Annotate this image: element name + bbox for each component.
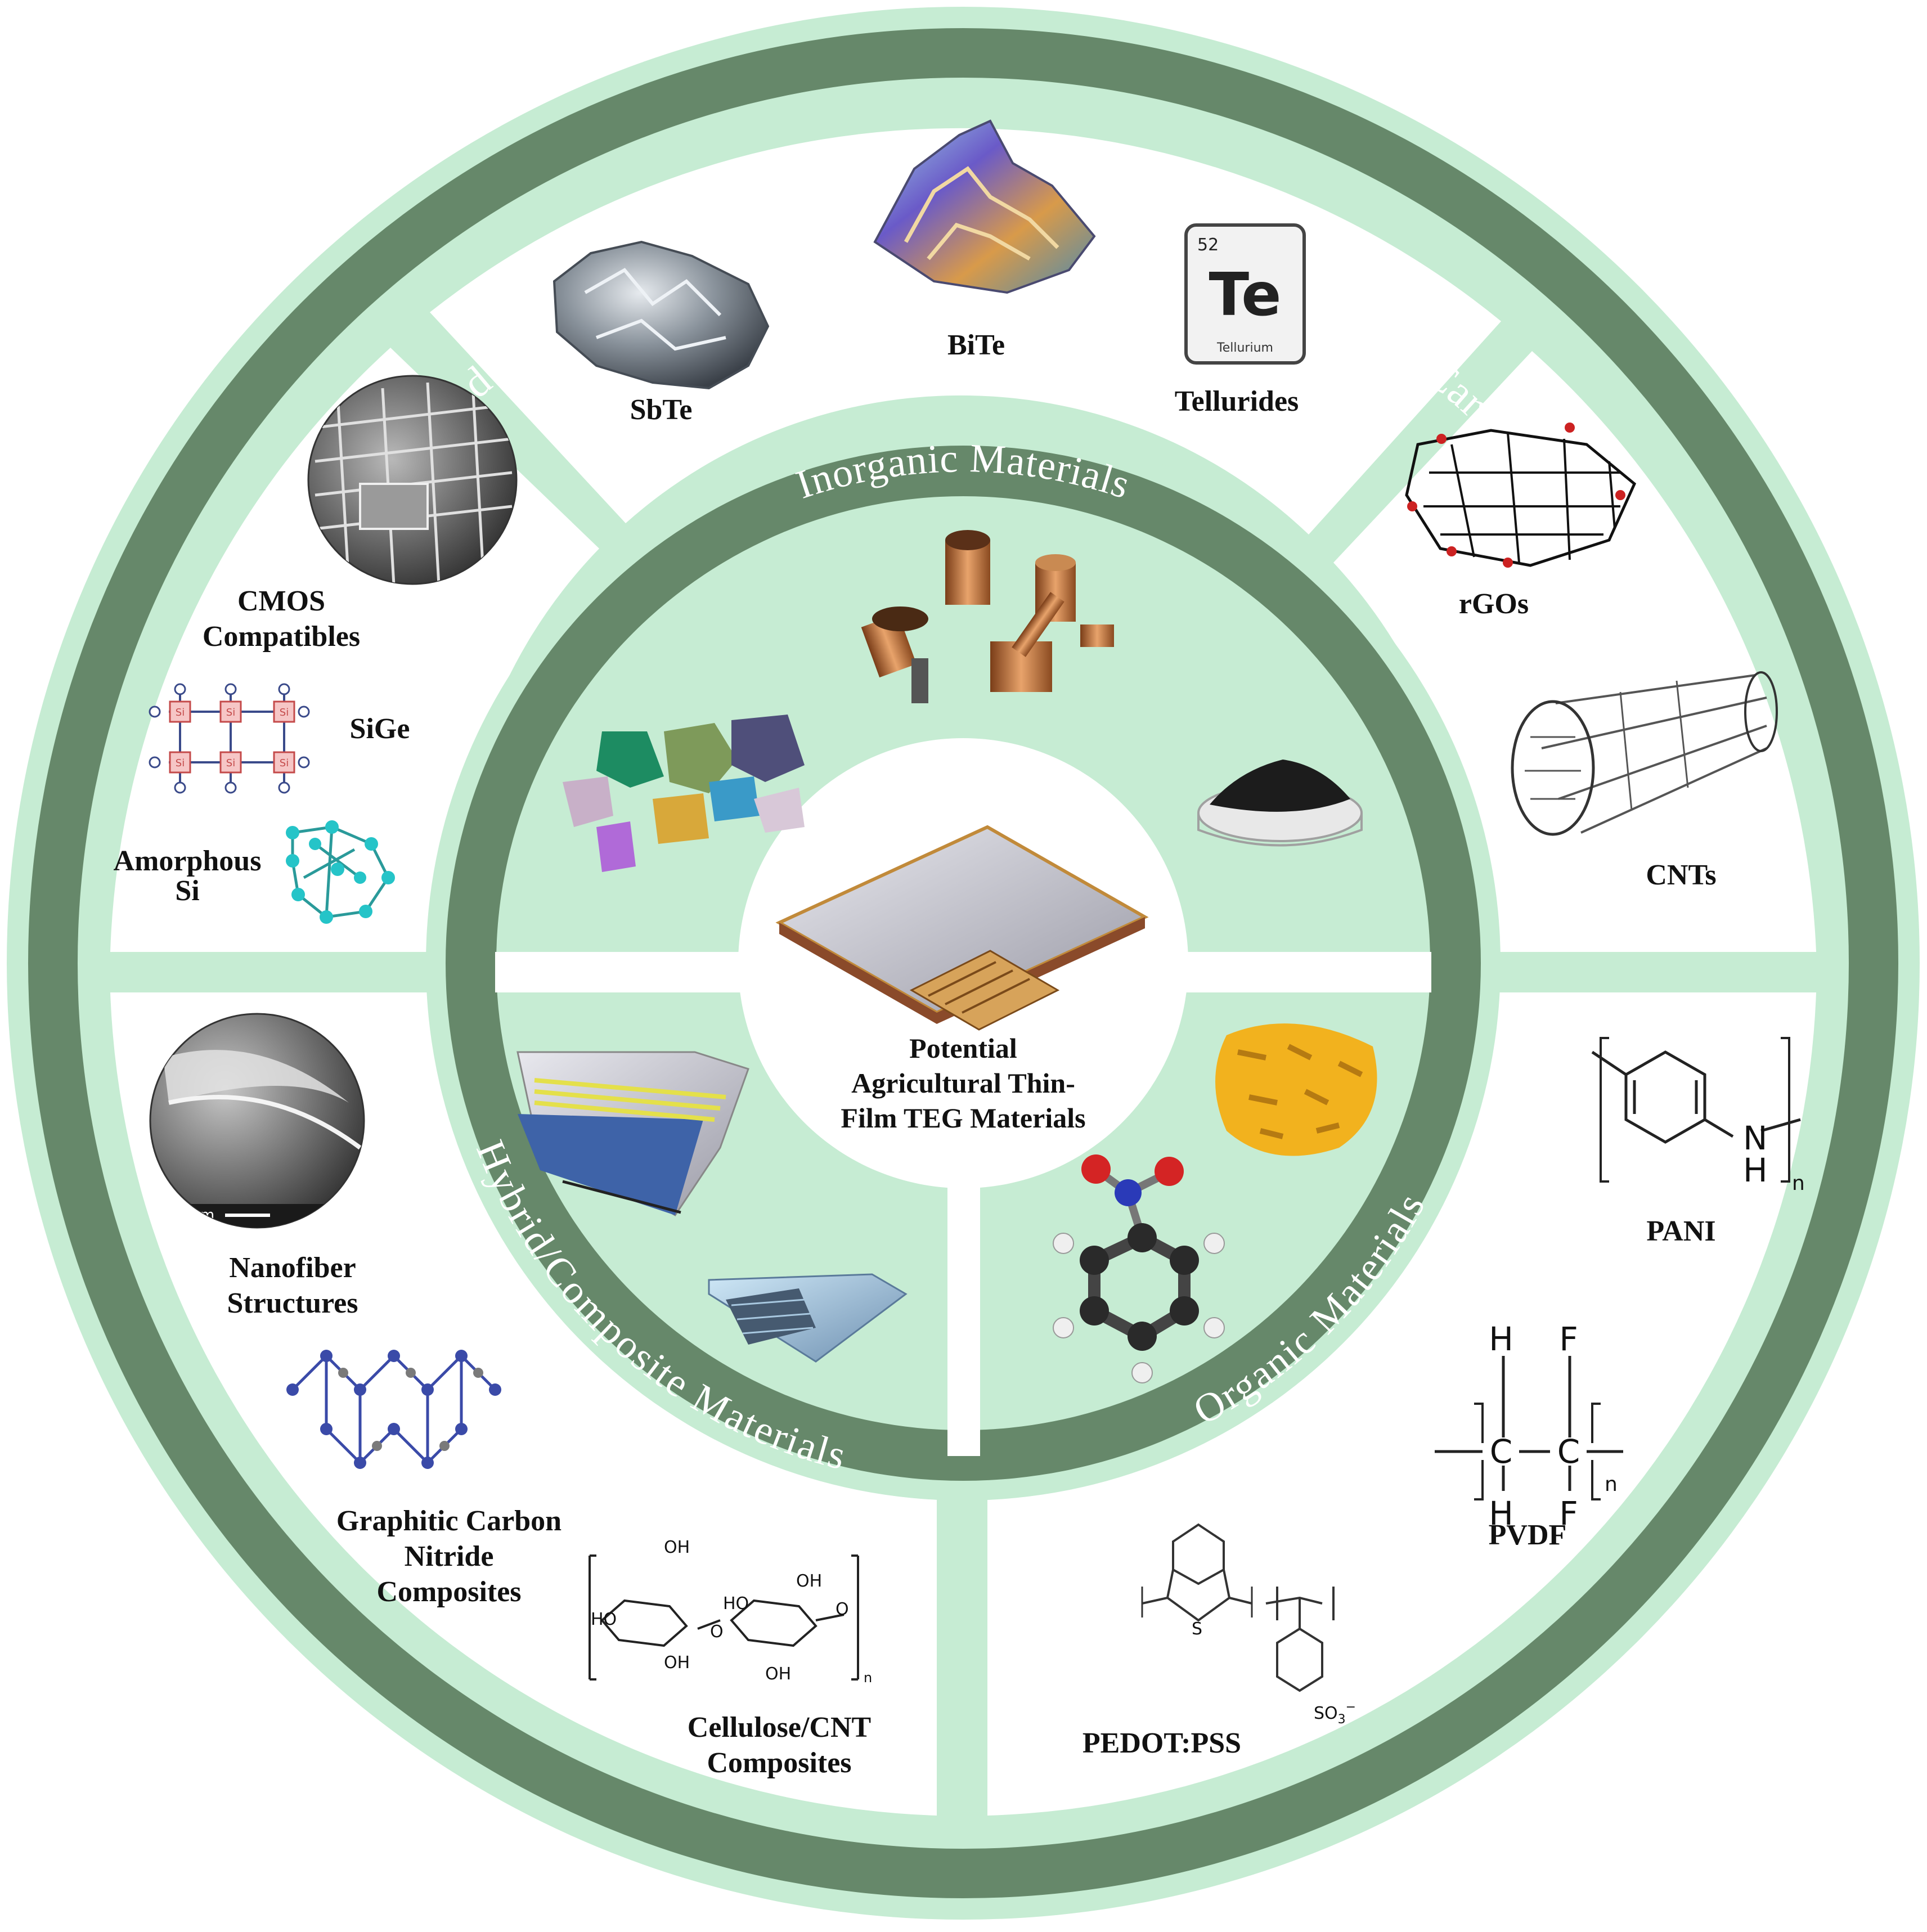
tellurium-symbol: Te xyxy=(1209,260,1282,329)
inorganic-mineral-rocks-image xyxy=(563,715,805,872)
cnt-nanotube-icon xyxy=(1511,671,1778,836)
si-atom: Si xyxy=(176,707,185,718)
center-title-line1: Potential xyxy=(909,1032,1017,1064)
cellulose-label-line1: Cellulose/CNT xyxy=(688,1711,871,1744)
gcn-label-line2: Nitride xyxy=(405,1540,494,1572)
segment-conducting xyxy=(987,992,1816,1816)
sige-lattice-icon: Si Si Si Si Si Si xyxy=(149,683,310,794)
cellulose-ho: HO xyxy=(591,1610,617,1629)
cellulose-o: O xyxy=(836,1599,849,1619)
cmos-sem-image xyxy=(307,375,518,585)
center-title-line2: Agricultural Thin- xyxy=(851,1067,1075,1099)
hybrid-mesh-sheet-image xyxy=(708,1273,908,1363)
pedot-sulfur: S xyxy=(1192,1619,1202,1639)
rgo-graphene-sheet-icon xyxy=(1405,423,1637,568)
organic-nitrobenzene-molecule-icon xyxy=(1053,1154,1225,1383)
pani-label: PANI xyxy=(1646,1215,1715,1247)
cellulose-oh: OH xyxy=(664,1653,690,1673)
center-title: Potential Agricultural Thin- Film TEG Ma… xyxy=(841,1032,1085,1134)
tellurium-element-icon: 52 Te Tellurium xyxy=(1184,223,1306,365)
organic-granules-image xyxy=(1215,1023,1377,1156)
pvdf-f-top: F xyxy=(1559,1320,1578,1358)
pvdf-structure-icon: H C H F C F n xyxy=(1435,1320,1623,1533)
cellulose-oh: OH xyxy=(664,1538,690,1557)
pvdf-h-top: H xyxy=(1489,1320,1513,1358)
graphitic-carbon-nitride-icon xyxy=(286,1350,501,1469)
cellulose-structure-icon: OH HO OH O HO OH O OH n xyxy=(589,1538,872,1686)
pvdf-c-left: C xyxy=(1490,1432,1513,1471)
pvdf-h-bottom: H xyxy=(1489,1494,1513,1533)
gcn-label-line1: Graphitic Carbon xyxy=(336,1505,562,1537)
cellulose-oh: OH xyxy=(765,1664,791,1684)
segment-carbon xyxy=(1333,351,1816,952)
sbte-label: SbTe xyxy=(630,394,693,426)
sbte-crystal-image xyxy=(553,240,770,390)
pedot-pss-label: PEDOT:PSS xyxy=(1082,1727,1241,1759)
sige-label: SiGe xyxy=(350,713,410,745)
pani-n-subscript: n xyxy=(1792,1172,1805,1195)
center-teg-device-image xyxy=(775,825,1149,1031)
pvdf-f-bottom: F xyxy=(1559,1494,1578,1533)
cellulose-oh: OH xyxy=(796,1571,822,1591)
nanofiber-label-line1: Nanofiber xyxy=(229,1252,356,1284)
rgos-label: rGOs xyxy=(1459,588,1529,620)
hybrid-layered-film-image xyxy=(516,1051,749,1217)
si-atom: Si xyxy=(226,757,235,769)
tellurium-number: 52 xyxy=(1197,235,1219,255)
cmos-label-line2: Compatibles xyxy=(203,621,360,653)
pss-so3: SO3− xyxy=(1314,1700,1356,1727)
si-atom: Si xyxy=(176,757,185,769)
pvdf-label: PVDF xyxy=(1489,1519,1567,1551)
pvdf-n-subscript: n xyxy=(1605,1473,1618,1496)
gcn-label-line3: Composites xyxy=(376,1576,521,1608)
cnts-label: CNTs xyxy=(1646,859,1716,891)
bite-label: BiTe xyxy=(947,329,1005,361)
pani-n-atom: N xyxy=(1743,1119,1767,1157)
cellulose-ho: HO xyxy=(723,1594,749,1614)
cellulose-n: n xyxy=(864,1670,872,1686)
tellurium-name: Tellurium xyxy=(1216,341,1273,355)
si-atom: Si xyxy=(280,707,289,718)
bite-crystal-image xyxy=(873,119,1096,294)
nanofiber-label-line2: Structures xyxy=(227,1287,358,1319)
pani-h-atom: H xyxy=(1743,1151,1768,1189)
nanofiber-sem-image: am xyxy=(149,1013,365,1229)
center-title-line3: Film TEG Materials xyxy=(841,1102,1085,1134)
amorphous-si-label-line2: Si xyxy=(175,875,199,907)
cellulose-o: O xyxy=(710,1622,724,1642)
inorganic-powder-dish-image xyxy=(1197,760,1363,847)
si-atom: Si xyxy=(280,757,289,769)
pani-structure-icon: N H n xyxy=(1591,1037,1805,1195)
amorphous-si-label-line1: Amorphous xyxy=(114,845,262,877)
cellulose-label-line2: Composites xyxy=(707,1747,851,1779)
inorganic-metal-parts-image xyxy=(861,530,1114,703)
tellurides-label: Tellurides xyxy=(1175,385,1299,417)
si-atom: Si xyxy=(226,707,235,718)
pvdf-c-right: C xyxy=(1557,1432,1580,1471)
pedot-pss-structure-icon: S SO3− xyxy=(1141,1523,1356,1727)
amorphous-si-molecule-icon xyxy=(286,820,395,924)
cmos-label-line1: CMOS xyxy=(237,585,325,617)
